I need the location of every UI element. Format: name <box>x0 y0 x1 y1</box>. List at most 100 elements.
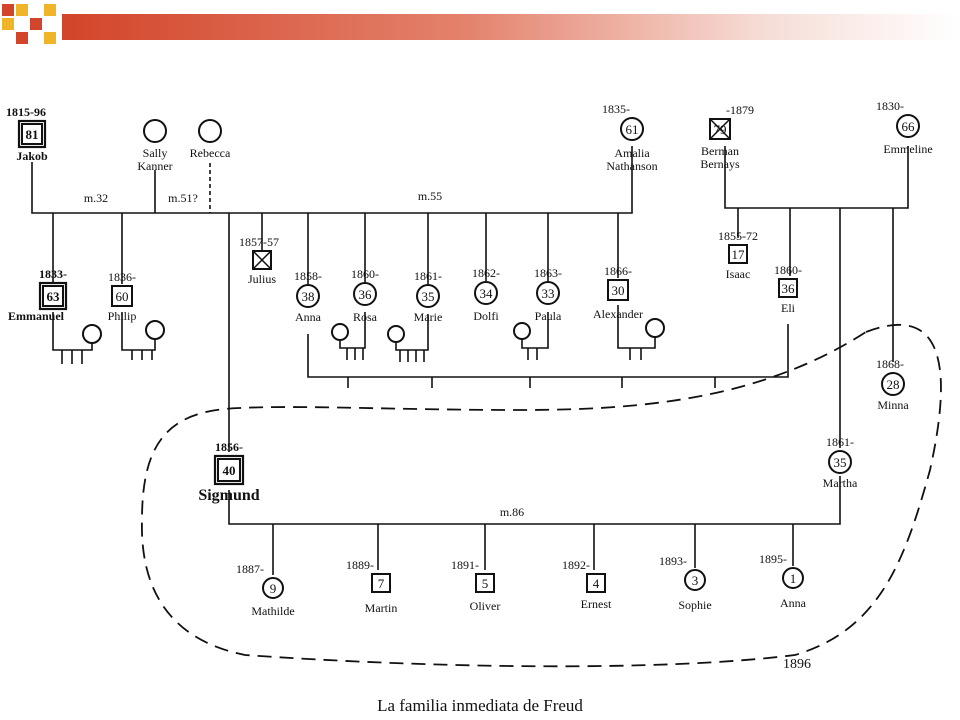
emmeline-age-label: 66 <box>902 119 916 134</box>
mathilde-female-symbol <box>262 577 284 599</box>
martha-age-label: 35 <box>834 455 847 470</box>
jakob-marriage-line <box>31 146 633 214</box>
isaac-male-symbol <box>728 244 748 264</box>
berman-age-label: 79 <box>714 122 727 137</box>
marriage-label-m55: m.55 <box>418 189 442 203</box>
sigmund-index-frame <box>213 454 245 486</box>
isaac-name-label: Isaac <box>726 267 751 281</box>
emmanuel-years-label: 1833- <box>39 267 67 281</box>
paula-female-symbol <box>536 281 560 305</box>
paula-age-label: 33 <box>542 286 555 301</box>
sigmund-age-label: 40 <box>223 463 236 478</box>
genogram-symbols <box>17 114 920 599</box>
anna_daughter-name-label: Anna <box>780 596 807 610</box>
philip-marriage-line <box>121 312 156 351</box>
ernest-age-label: 4 <box>593 576 600 591</box>
oliver-male-symbol <box>475 573 495 593</box>
martha-name-label: Martha <box>823 476 858 490</box>
sigmund-male-symbol <box>217 458 241 482</box>
minna-name-label: Minna <box>877 398 909 412</box>
sophie-female-symbol <box>684 569 706 591</box>
spouse-symbol <box>331 323 349 341</box>
emmanuel-male-symbol <box>42 285 64 307</box>
jakob-name-label: Jakob <box>16 149 48 163</box>
rebecca-female-symbol <box>198 119 222 143</box>
martha-years-label: 1861- <box>826 435 854 449</box>
bernays-marriage-line <box>724 146 909 209</box>
mathilde-age-label: 9 <box>270 581 277 596</box>
amalia-years-label: 1835- <box>602 102 630 116</box>
figure-caption: La familia inmediata de Freud <box>377 696 583 715</box>
ernest-male-symbol <box>586 573 606 593</box>
sophie-age-label: 3 <box>692 573 699 588</box>
anna_sister-years-label: 1858- <box>294 269 322 283</box>
anna_daughter-female-symbol <box>782 567 804 589</box>
mathilde-name-label: Mathilde <box>251 604 294 618</box>
marie-female-symbol <box>416 284 440 308</box>
dolfi-age-label: 34 <box>480 286 494 301</box>
sally-name2-label: Kanner <box>137 159 172 173</box>
jakob-years-label: 1815-96 <box>6 105 46 119</box>
isaac-years-label: 1855-72 <box>718 229 758 243</box>
eli-male-symbol <box>778 278 798 298</box>
martin-male-symbol <box>371 573 391 593</box>
header-square-orange <box>16 32 28 44</box>
martin-years-label: 1889- <box>346 558 374 572</box>
header-square-orange <box>2 4 14 16</box>
paula-years-label: 1863- <box>534 266 562 280</box>
header-square-yellow <box>16 4 28 16</box>
marie-years-label: 1861- <box>414 269 442 283</box>
sally-name-label: Sally <box>143 146 168 160</box>
rosa-female-symbol <box>353 282 377 306</box>
marriage-label-m86: m.86 <box>500 505 524 519</box>
emmanuel-index-frame <box>38 281 68 311</box>
eli-name-label: Eli <box>781 301 796 315</box>
mathilde-years-label: 1887- <box>236 562 264 576</box>
group-year-label: 1896 <box>783 657 811 672</box>
minna-years-label: 1868- <box>876 357 904 371</box>
sophie-name-label: Sophie <box>678 598 711 612</box>
rosa-marriage-line <box>339 312 366 349</box>
emmeline-years-label: 1830- <box>876 99 904 113</box>
sophie-years-label: 1893- <box>659 554 687 568</box>
julius-years-label: 1857-57 <box>239 235 279 249</box>
marie-name-label: Marie <box>414 310 443 324</box>
rosa-name-label: Rosa <box>353 310 378 324</box>
spouse-symbol <box>82 324 102 344</box>
sigmund-years-label: 1856- <box>215 440 243 454</box>
alexander-name-label: Alexander <box>593 307 643 321</box>
martin-age-label: 7 <box>378 576 385 591</box>
amalia-female-symbol <box>620 117 644 141</box>
paula-name-label: Paula <box>535 309 562 323</box>
dolfi-years-label: 1862- <box>472 266 500 280</box>
alexander-male-symbol <box>607 279 629 301</box>
minna-age-label: 28 <box>887 377 900 392</box>
eli-years-label: 1860- <box>774 263 802 277</box>
marie-marriage-line <box>395 314 429 351</box>
jakob-index-frame <box>17 119 47 149</box>
anna_sister-age-label: 38 <box>302 289 315 304</box>
dolfi-female-symbol <box>474 281 498 305</box>
genogram-lines <box>31 146 942 668</box>
spouse-symbol <box>145 320 165 340</box>
spouse-symbol <box>387 325 405 343</box>
julius-deceased-mark <box>252 250 272 270</box>
alexander-marriage-line <box>617 305 656 349</box>
emmeline-name-label: Emmeline <box>883 142 932 156</box>
marriage-label-m51: m.51? <box>168 191 198 205</box>
header-square-yellow <box>44 4 56 16</box>
sigmund-martha-marriage-line <box>228 476 841 525</box>
jakob-male-symbol <box>21 123 43 145</box>
header-square-orange <box>30 18 42 30</box>
anna_daughter-age-label: 1 <box>790 571 797 586</box>
spouse-symbol <box>645 318 665 338</box>
header-square-yellow <box>44 32 56 44</box>
rebecca-name-label: Rebecca <box>190 146 231 160</box>
immediate-family-boundary <box>141 324 942 668</box>
sigmund-name-label: Sigmund <box>198 487 259 504</box>
sally-female-symbol <box>143 119 167 143</box>
spouse-symbol <box>513 322 531 340</box>
dolfi-name-label: Dolfi <box>473 309 499 323</box>
slide-header-decoration <box>0 0 960 50</box>
